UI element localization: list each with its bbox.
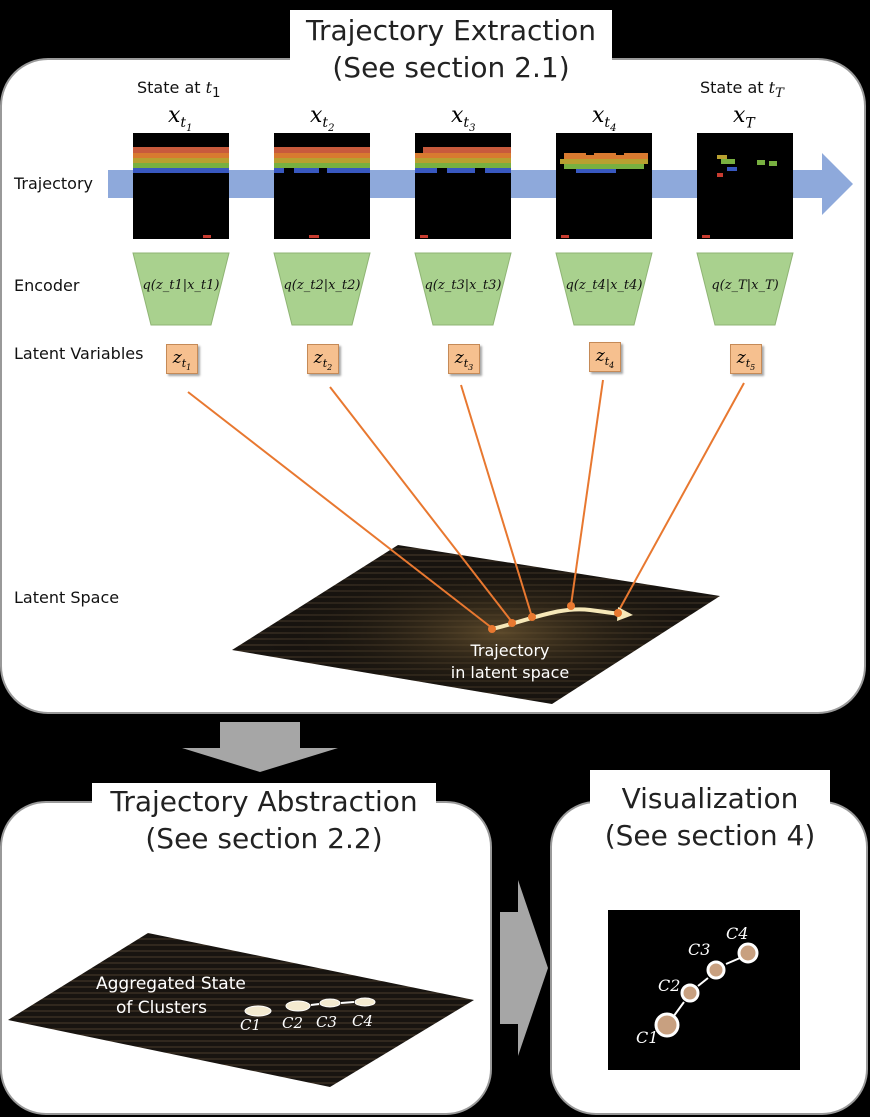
visualization-cluster-1 [654, 1012, 680, 1038]
encoder-trapezoid-1 [132, 252, 230, 326]
projection-line-4 [570, 379, 604, 606]
state-last-label: State at tT [700, 78, 784, 102]
encoder-trapezoid-3 [414, 252, 512, 326]
latent-variable-3: zt3 [448, 344, 480, 374]
latent-variable-2: zt2 [307, 344, 339, 374]
encoder-label-3: q(z_t3|x_t3) [424, 278, 502, 293]
row-label-latent-space: Latent Space [14, 588, 120, 607]
visualization-cluster-3 [706, 960, 726, 980]
abstraction-cluster-label-4: C4 [352, 1012, 374, 1030]
abstraction-cluster-4 [354, 997, 376, 1007]
extraction-title-line1: Trajectory Extraction [305, 14, 597, 47]
latent-caption: Trajectory in latent space [450, 641, 570, 682]
extraction-title-line2: (See section 2.1) [332, 51, 570, 84]
x-t1-label: xt1 [168, 103, 193, 135]
abstraction-caption: Aggregated State of Clusters [96, 974, 246, 1018]
state-frame-5 [697, 133, 793, 239]
latent-point-1 [488, 625, 496, 633]
visualization-cluster-label-2: C2 [658, 976, 681, 995]
latent-trajectory-path [491, 607, 621, 631]
down-arrow [182, 722, 338, 772]
visualization-canvas [608, 910, 800, 1070]
trajectory-abstraction-title: Trajectory Abstraction (See section 2.2) [92, 783, 436, 863]
visualization-title-line2: (See section 4) [604, 819, 816, 852]
visualization-cluster-label-4: C4 [726, 924, 749, 943]
abstraction-cluster-label-2: C2 [282, 1014, 304, 1032]
visualization-cluster-label-1: C1 [636, 1028, 659, 1047]
encoder-trapezoid-4 [555, 252, 653, 326]
row-label-latent-variables: Latent Variables [14, 344, 144, 363]
latent-variable-4: zt4 [589, 342, 621, 372]
right-arrow [500, 880, 548, 1056]
abstraction-cluster-label-3: C3 [316, 1013, 338, 1031]
projection-line-1 [187, 391, 493, 629]
visualization-cluster-label-3: C3 [688, 940, 711, 959]
projection-line-5 [617, 382, 745, 613]
x-t2-label: xt2 [310, 103, 335, 135]
latent-point-5 [614, 609, 622, 617]
visualization-cluster-2 [680, 983, 700, 1003]
row-label-trajectory: Trajectory [14, 174, 93, 193]
projection-line-2 [329, 386, 513, 623]
latent-variable-1: zt1 [166, 344, 198, 374]
encoder-label-4: q(z_t4|x_t4) [565, 278, 643, 293]
state-frame-4 [556, 133, 652, 239]
x-t3-label: xt3 [451, 103, 476, 135]
latent-point-3 [528, 613, 536, 621]
projection-line-3 [460, 384, 533, 618]
abstraction-cluster-3 [319, 998, 341, 1008]
latent-variable-5: zt5 [730, 344, 762, 374]
state-frame-3 [415, 133, 511, 239]
trajectory-extraction-title: Trajectory Extraction (See section 2.1) [290, 10, 612, 98]
abstraction-title-line1: Trajectory Abstraction [110, 785, 418, 818]
abstraction-cluster-1 [244, 1005, 272, 1017]
abstraction-cluster-label-1: C1 [240, 1016, 262, 1034]
encoder-label-5: q(z_T|x_T) [711, 278, 779, 293]
visualization-title: Visualization (See section 4) [590, 770, 830, 870]
latent-point-2 [508, 619, 516, 627]
row-label-encoder: Encoder [14, 276, 80, 295]
x-t4-label: xt4 [592, 103, 617, 135]
visualization-cluster-4 [737, 942, 759, 964]
encoder-label-1: q(z_t1|x_t1) [142, 278, 220, 293]
abstraction-cluster-2 [285, 1000, 311, 1012]
x-T-label: xT [733, 103, 755, 132]
encoder-trapezoid-5 [696, 252, 794, 326]
state-frame-2 [274, 133, 370, 239]
latent-point-4 [567, 602, 575, 610]
visualization-title-line1: Visualization [621, 782, 799, 815]
state-first-label: State at t1 [137, 78, 221, 102]
encoder-trapezoid-2 [273, 252, 371, 326]
abstraction-latent-plane [8, 933, 474, 1087]
abstraction-title-line2: (See section 2.2) [145, 822, 383, 855]
state-frame-1 [133, 133, 229, 239]
encoder-label-2: q(z_t2|x_t2) [283, 278, 361, 293]
